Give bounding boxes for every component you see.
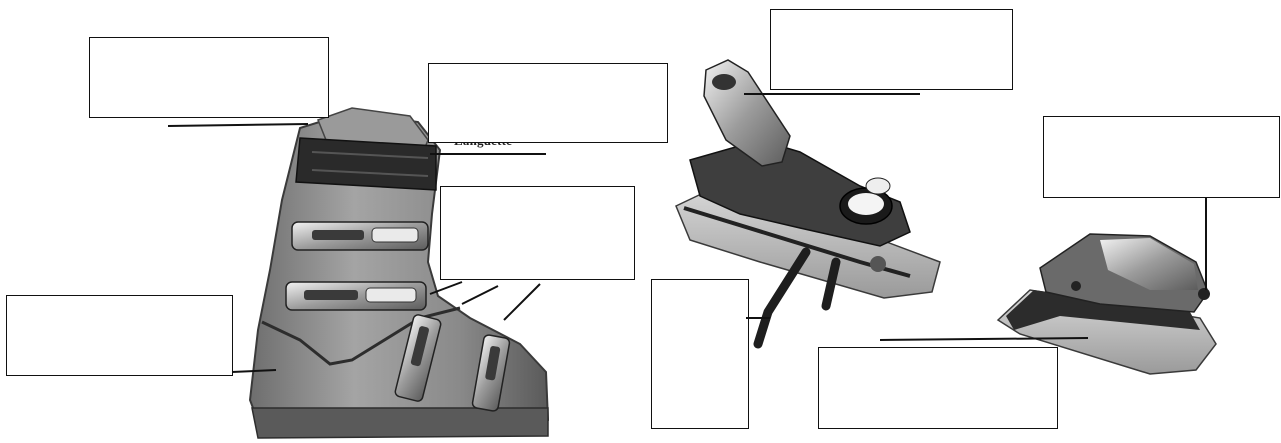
label-box-boot-top-right[interactable] bbox=[428, 63, 668, 143]
buckle-middle bbox=[286, 282, 426, 310]
label-box-binding-brake[interactable] bbox=[651, 279, 749, 429]
label-box-boot-shell[interactable] bbox=[6, 295, 233, 376]
buckle-upper bbox=[292, 222, 428, 250]
label-box-boot-buckles[interactable] bbox=[440, 186, 635, 280]
label-box-binding-top[interactable] bbox=[770, 9, 1013, 90]
label-box-binding-heel-top[interactable] bbox=[1043, 116, 1280, 198]
label-box-boot-top-left[interactable] bbox=[89, 37, 329, 118]
label-box-binding-heel-bottom[interactable] bbox=[818, 347, 1058, 429]
